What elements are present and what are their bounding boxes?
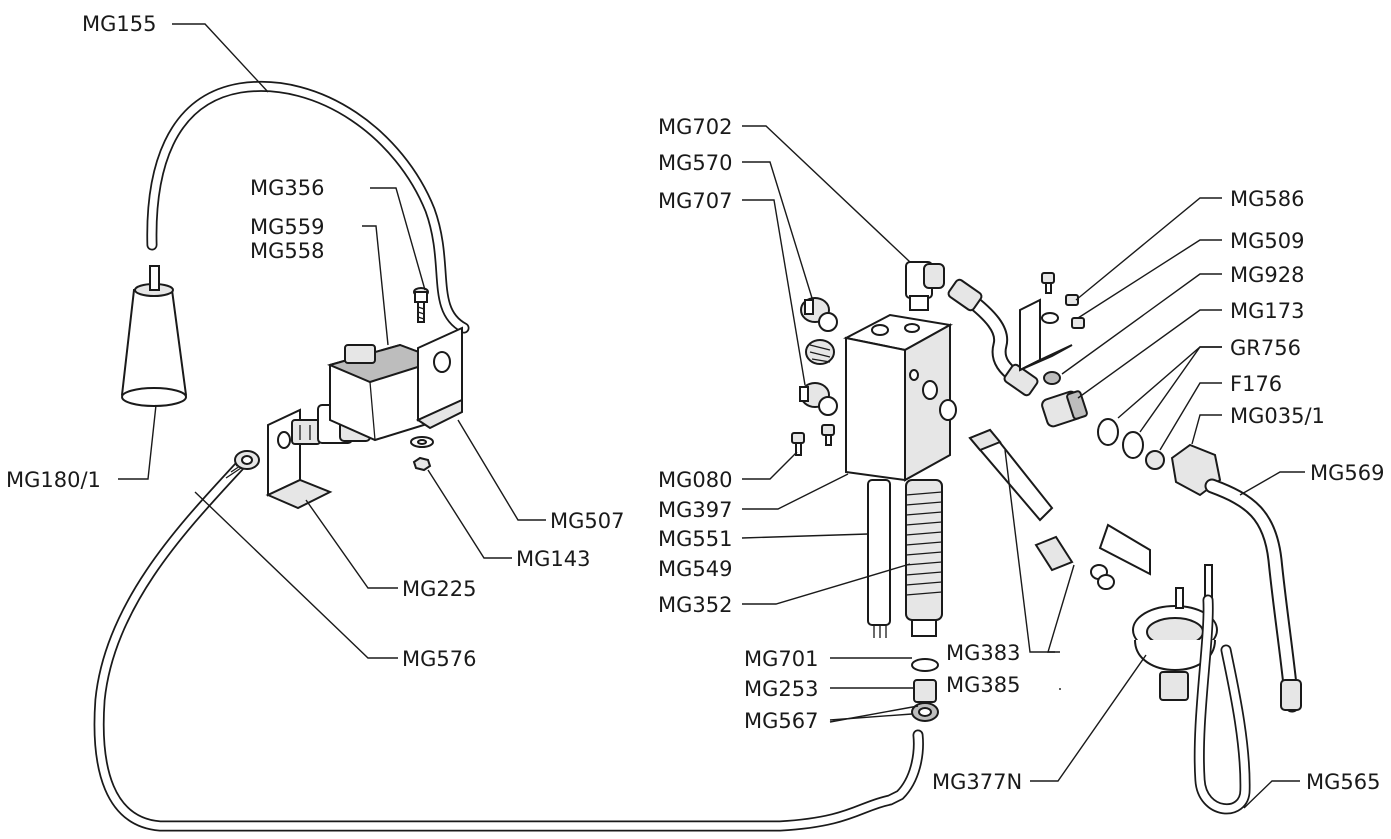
label-mg928: MG928 [1230,263,1304,287]
label-mg586: MG586 [1230,187,1304,211]
block-mg397 [843,313,953,482]
spring-fitting [805,339,835,365]
fitting-mg707 [799,382,838,416]
label-mg701: MG701 [744,647,818,671]
washer-mg509 [1043,371,1061,385]
label-mg352: MG352 [658,593,732,617]
nut-mg143 [412,456,432,472]
label-mg035-1: MG035/1 [1230,404,1325,428]
label-mg576: MG576 [402,647,476,671]
elbow-mg702 [905,261,945,311]
oring-gr756-b [1122,431,1144,459]
screw-mg586 [1041,272,1055,294]
pipe-mg586 [947,278,1039,397]
label-mg383: MG383 [946,641,1020,665]
leader-lines [118,23,1305,809]
label-mg173: MG173 [1230,299,1304,323]
screw-side [821,424,835,446]
label-mg549: MG549 [658,557,732,581]
label-mg558: MG558 [250,239,324,263]
bracket-mg507 [415,326,463,430]
label-gr756: GR756 [1230,336,1301,360]
spring-mg352 [905,479,943,637]
nut-mg567 [911,702,939,722]
tube-mg565 [1193,594,1251,815]
washer-mg928 [1041,312,1059,324]
label-mg253: MG253 [744,677,818,701]
label-mg385: MG385 [946,673,1020,697]
washer-mg143 [410,436,434,448]
screw-mg356 [413,287,429,323]
part-labels: MG155 MG356 MG559 MG558 MG180/1 MG507 MG… [6,12,1384,794]
label-mg180-1: MG180/1 [6,468,101,492]
oring-mg701 [911,658,939,672]
nut-mg576-end [234,450,260,470]
label-mg565: MG565 [1306,770,1380,794]
label-mg080: MG080 [658,468,732,492]
label-mg569: MG569 [1310,461,1384,485]
fitting-mg570 [800,297,838,332]
fitting-mg173 [1041,390,1088,428]
oring-gr756 [1097,418,1119,446]
pipe-mg569 [1204,478,1302,713]
screw-mg080 [791,432,805,456]
label-mg570: MG570 [658,151,732,175]
label-mg377n: MG377N [932,770,1022,794]
label-mg507: MG507 [550,509,624,533]
label-mg225: MG225 [402,577,476,601]
label-mg356: MG356 [250,176,324,200]
heater-mg551 [867,479,891,638]
label-f176: F176 [1230,372,1282,396]
filter-mg180-1 [120,265,188,407]
screw-mg586-b [1065,294,1085,329]
hose-mg576 [93,453,924,832]
washer-block-side [939,399,957,421]
tube-mg155 [146,81,470,334]
label-mg155: MG155 [82,12,156,36]
label-mg551: MG551 [658,527,732,551]
label-mg143: MG143 [516,547,590,571]
label-mg559: MG559 [250,215,324,239]
label-mg397: MG397 [658,498,732,522]
label-mg702: MG702 [658,115,732,139]
group-mg377n [1098,523,1218,701]
label-mg707: MG707 [658,189,732,213]
label-mg509: MG509 [1230,229,1304,253]
sleeve-mg385 [1034,535,1115,590]
fitting-f176 [1145,450,1165,470]
bracket-mg509 [1019,298,1073,372]
pipe-mg383 [968,428,1054,522]
label-mg567: MG567 [744,709,818,733]
